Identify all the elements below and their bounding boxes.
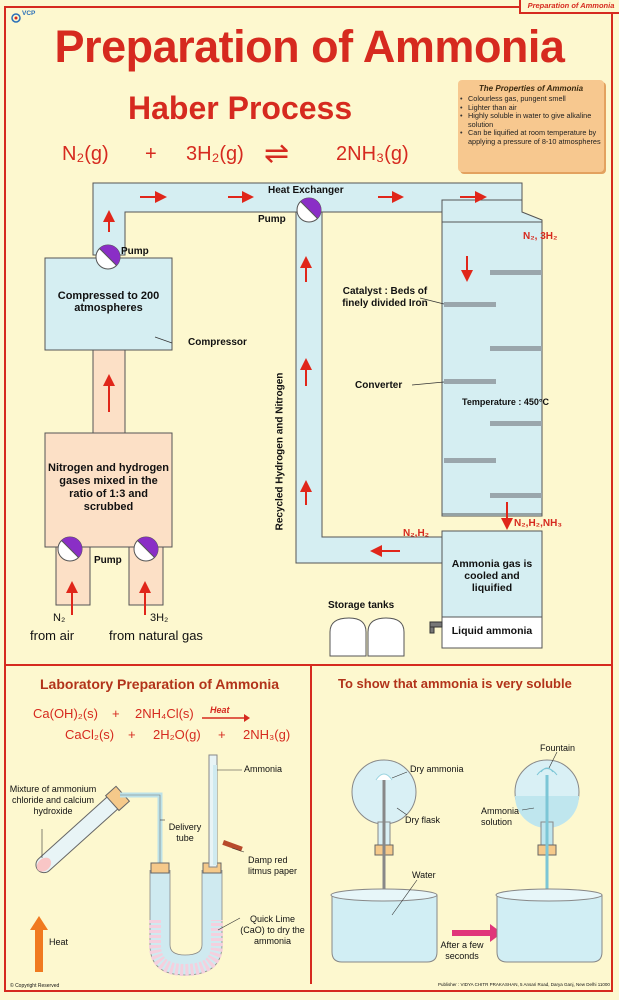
publisher-text: Publisher : VIDYA CHITR PRAKASHAN, 5 Ans… [438,982,610,987]
quicklime-label: Quick Lime (CaO) to dry the ammonia [240,914,305,946]
top-pipe [92,182,523,256]
ammonia-label: Ammonia [244,764,283,774]
pump-label: Pump [94,555,122,566]
converter-label: Converter [355,380,403,391]
converter-inlet-label: N₂, 3H₂ [523,231,558,242]
storage-tank-icon [329,617,405,657]
lab-eq-plus: + [128,727,136,742]
ammonia-solution-label: Ammonia solution [481,806,520,827]
pump-label: Pump [258,214,286,225]
after-arrow [452,924,502,942]
lab-eq-plus: + [218,727,226,742]
publisher-logo: VCP [11,10,37,23]
lab-eq-reactant-2: 2NH₄Cl(s) [135,706,194,721]
test-tube [35,785,131,874]
compressor-box [44,257,173,351]
logo-text: VCP [22,10,36,17]
mixing-box-text: Nitrogen and hydrogen gases mixed in the… [48,462,169,513]
outer-frame [4,6,613,992]
heat-label: Heat [49,937,69,947]
pump-icon [57,536,83,562]
mixing-box [44,432,173,548]
quicklime-fill [149,920,223,977]
lab-title: Laboratory Preparation of Ammonia [40,676,280,692]
section-divider-vertical [310,666,312,984]
tap-icon [429,621,443,634]
page-subtitle: Haber Process [128,90,353,126]
corner-tag: Preparation of Ammonia [519,0,619,14]
catalyst-label: Catalyst : Beds of finely divided Iron [342,286,428,309]
h2-source-label: 3H₂ [150,612,169,624]
soluble-title: To show that ammonia is very soluble [338,676,572,691]
property-item: Colourless gas, pungent smell [460,94,604,104]
lab-eq-product-1: CaCl₂(s) [65,727,115,742]
property-item: Lighter than air [460,103,604,113]
lab-apparatus [30,754,245,977]
storage-tanks-label: Storage tanks [328,600,395,611]
eq-product-nh3: 2NH₃(g) [336,143,409,165]
pump-icon [95,244,121,270]
fountain-label: Fountain [540,743,576,753]
dry-flask-label: Dry flask [405,815,441,825]
n2-source-label: N₂ [53,612,66,624]
solubility-apparatus [330,751,603,963]
catalyst-beds [444,270,542,498]
eq-reactant-n2: N₂(g) [62,143,109,165]
eq-plus: + [145,143,157,165]
heat-exchanger-label: Heat Exchanger [268,185,344,196]
properties-box: The Properties of Ammonia Colourless gas… [458,80,604,172]
compressor-box-text: Compressed to 200 atmospheres [57,290,160,314]
lab-eq-product-2: 2H₂O(g) [153,727,201,742]
page-title: Preparation of Ammonia [54,21,565,72]
delivery-tube-label: Delivery tube [168,822,202,843]
converter-outlet-label: N₂,H₂,NH₃ [514,518,562,529]
from-gas-label: from natural gas [109,628,203,643]
temperature-label: Temperature : 450°C [462,397,549,407]
converter-body [441,221,543,515]
water-beaker [331,895,438,963]
cooling-box [441,530,543,618]
lab-eq-plus: + [112,706,120,721]
heat-flame [30,916,48,972]
cooling-box-text: Ammonia gas is cooled and liquified [451,558,533,594]
recycle-gases-label: N₂,H₂ [403,528,430,539]
haber-diagram [44,182,543,657]
lab-eq-product-3: 2NH₃(g) [243,727,291,742]
litmus-label: Damp red litmus paper [248,855,298,876]
delivery-tube [120,792,163,865]
liquid-ammonia-box [441,616,543,649]
logo-icon [11,13,21,23]
lab-eq-arrow [202,714,250,722]
section-divider [6,664,611,666]
pump-label: Pump [121,246,149,257]
pump-icon [133,536,159,562]
after-seconds-label: After a few seconds [440,940,484,961]
u-tube [150,870,222,976]
litmus-paper [222,840,243,852]
properties-list: Colourless gas, pungent smell Lighter th… [458,94,604,147]
lab-eq-heat: Heat [210,705,230,715]
eq-reactant-h2: 3H₂(g) [186,143,244,165]
pump-icon [296,197,322,223]
dry-ammonia-label: Dry ammonia [410,764,464,774]
mixture-label: Mixture of ammonium chloride and calcium… [9,784,97,816]
eq-equilibrium-arrow: ⇌ [264,137,290,170]
property-item: Can be liquified at room temperature by … [460,129,604,146]
property-item: Highly soluble in water to give alkaline… [460,111,604,129]
compressor-label: Compressor [188,337,247,348]
fountain-flask [514,759,580,935]
copyright-text: © Copyright Reserved [10,983,60,989]
recycled-label: Recycled Hydrogen and Nitrogen [274,372,286,531]
water-label: Water [412,870,436,880]
liquid-ammonia-label: Liquid ammonia [451,625,533,637]
from-air-label: from air [30,628,75,643]
water-beaker [496,895,603,963]
lab-eq-reactant-1: Ca(OH)₂(s) [33,706,98,721]
properties-title: The Properties of Ammonia [478,84,584,93]
